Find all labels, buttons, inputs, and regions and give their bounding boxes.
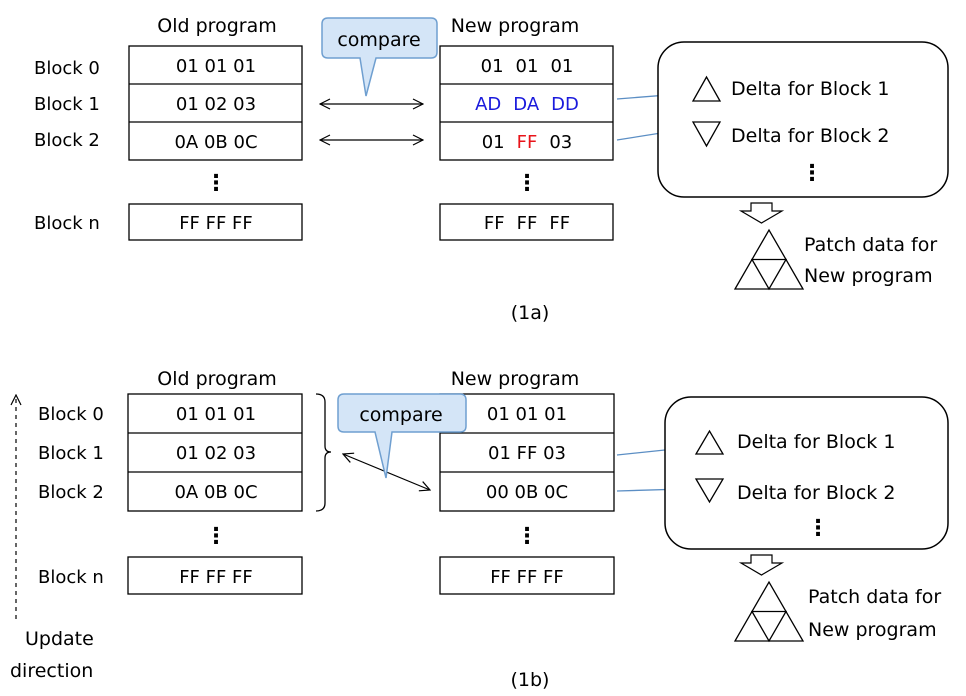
block-label: Block 2 [34,130,100,151]
new-program-table: 01 01 01 01 FF 03 00 0B 0C FF FF FF [439,393,615,595]
ellipsis-dots: ⋮ [801,161,823,186]
delta-label: Delta for Block 2 [731,125,889,147]
ellipsis-dots: ⋮ [516,171,538,196]
diagram-1b: Old program New program Update direction… [10,368,949,691]
delta-label: Delta for Block 1 [731,78,889,100]
delta-label: Delta for Block 1 [737,431,895,453]
delta-triangle-up-icon [691,75,722,102]
block-label: Block 1 [38,443,104,464]
patch-data-triangle-icon [733,228,805,291]
byte: 01 [482,132,505,153]
new-block-value: 01 FF 03 [488,443,566,464]
compare-callout: compare [337,393,467,479]
delta-triangle-up-icon [694,429,725,455]
ellipsis-dots: ⋮ [807,516,829,541]
hollow-down-arrow-icon [738,202,785,224]
compare-callout: compare [321,17,438,97]
figure-caption: (1b) [511,669,550,691]
old-block-value: 0A 0B 0C [174,482,257,503]
figure-caption: (1a) [511,302,550,324]
new-block-value: FF FF FF [490,567,564,588]
byte: FF [549,213,570,234]
new-block-value-changed: AD DA DD [475,94,579,115]
byte: FF [517,132,538,153]
patch-label: Patch data for [804,234,937,256]
block-label: Block n [34,213,100,234]
byte: 01 [481,56,504,77]
ellipsis-dots: ⋮ [205,171,227,196]
patch-label: New program [804,265,933,287]
block-label: Block n [38,567,104,588]
new-block-value: 01 01 01 [487,404,567,425]
update-direction-label: direction [10,660,93,682]
delta-box: Delta for Block 1 Delta for Block 2 ⋮ [657,41,949,198]
old-program-table: 01 01 01 01 02 03 0A 0B 0C FF FF FF [127,393,303,595]
new-program-title: New program [451,368,580,390]
new-block-value-changed: 01 FF 03 [482,132,573,153]
patch-data-triangle-icon [733,580,805,643]
byte: AD [475,94,501,115]
delta-box: Delta for Block 1 Delta for Block 2 ⋮ [664,396,949,550]
delta-triangle-down-icon [691,121,722,148]
block-label: Block 0 [34,58,100,79]
diagram-1a: Old program New program Block 0 Block 1 … [34,15,949,324]
byte: DA [513,94,540,115]
compare-label: compare [337,29,420,51]
bracket [315,393,332,512]
old-block-value: 01 02 03 [176,443,256,464]
delta-triangle-down-icon [694,478,725,504]
ellipsis-dots: ⋮ [516,524,538,549]
old-block-value: 01 01 01 [176,404,256,425]
ellipsis-dots: ⋮ [205,524,227,549]
byte: FF [517,213,538,234]
old-program-table: 01 01 01 01 02 03 0A 0B 0C FF FF FF [128,45,303,241]
old-program-title: Old program [157,15,276,37]
old-block-value: FF FF FF [179,567,253,588]
block-label: Block 0 [38,404,104,425]
update-direction-label: Update [25,628,94,650]
new-block-value: 00 0B 0C [486,482,568,503]
new-program-title: New program [451,15,580,37]
byte: 01 [550,56,573,77]
compare-label: compare [359,404,442,426]
byte: DD [551,94,579,115]
byte: 03 [549,132,572,153]
old-program-title: Old program [157,368,276,390]
old-block-value: FF FF FF [179,213,253,234]
new-block-value: FF FF FF [484,213,570,234]
old-block-value: 01 01 01 [176,56,256,77]
old-block-value: 01 02 03 [176,94,256,115]
delta-label: Delta for Block 2 [737,482,895,504]
old-block-value: 0A 0B 0C [174,132,257,153]
byte: FF [484,213,505,234]
new-block-value: 01 01 01 [481,56,574,77]
patch-label: Patch data for [808,586,941,608]
block-label: Block 1 [34,94,100,115]
byte: 01 [516,56,539,77]
hollow-down-arrow-icon [738,554,785,576]
patch-label: New program [808,619,937,641]
block-label: Block 2 [38,482,104,503]
